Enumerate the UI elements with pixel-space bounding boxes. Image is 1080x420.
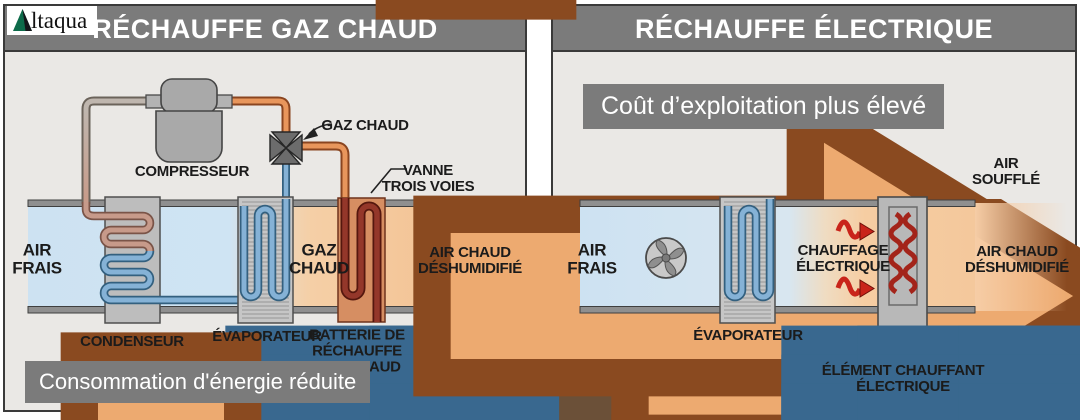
outlet-left-line2: DÉSHUMIDIFIÉ [418, 260, 522, 277]
dehumidified-air-label-right: AIR CHAUD DÉSHUMIDIFIÉ [965, 242, 1069, 276]
dehumidified-air-label-left: AIR CHAUD DÉSHUMIDIFIÉ [418, 243, 522, 277]
fresh-air-label-right: AIR FRAIS [567, 240, 617, 279]
valve-label-line1: VANNE [403, 161, 453, 179]
condenser-label: CONDENSEUR [80, 332, 184, 350]
heating-line2: ÉLECTRIQUE [796, 258, 890, 275]
supply-air-label: AIR SOUFFLÉ [972, 154, 1040, 188]
fresh-air-line1: AIR [22, 240, 52, 260]
hot-gas-duct-line2: CHAUD [289, 259, 349, 278]
element-line1: ÉLÉMENT CHAUFFANT [821, 361, 985, 379]
element-line2: ÉLECTRIQUE [856, 378, 950, 395]
right-panel: RÉCHAUFFE ÉLECTRIQUE [551, 4, 1077, 412]
outlet-right-line1: AIR CHAUD [976, 242, 1058, 260]
heating-element-label: ÉLÉMENT CHAUFFANT ÉLECTRIQUE [821, 361, 985, 395]
compressor-label: COMPRESSEUR [134, 162, 250, 180]
left-panel-title: RÉCHAUFFE GAZ CHAUD [5, 6, 525, 52]
fresh-air-line2: FRAIS [12, 259, 62, 278]
hot-gas-duct-line1: GAZ [301, 240, 337, 260]
right-panel-title: RÉCHAUFFE ÉLECTRIQUE [553, 6, 1075, 52]
altaqua-logo: ltaqua [7, 6, 98, 35]
supply-air-line2: SOUFFLÉ [972, 171, 1040, 188]
logo-text: ltaqua [31, 8, 88, 33]
heating-line1: CHAUFFAGE [797, 241, 889, 259]
hot-gas-duct-label: GAZ CHAUD [289, 240, 349, 279]
fresh-air-right-line1: AIR [577, 240, 607, 260]
higher-cost-banner: Coût d’exploitation plus élevé [583, 84, 945, 129]
electric-heating-label: CHAUFFAGE ÉLECTRIQUE [796, 241, 890, 275]
evaporator-label-left: ÉVAPORATEUR [212, 327, 322, 345]
fresh-air-right-line2: FRAIS [567, 259, 617, 278]
three-way-valve-label: VANNE TROIS VOIES [381, 161, 475, 195]
valve-label-line2: TROIS VOIES [381, 178, 475, 195]
left-panel: RÉCHAUFFE GAZ CHAUD [3, 4, 527, 412]
battery-line2: RÉCHAUFFE [312, 342, 402, 360]
reduced-energy-banner: Consommation d'énergie réduite [25, 361, 371, 403]
logo-triangle-icon [13, 9, 32, 31]
battery-line1: BATTERIE DE [309, 326, 405, 344]
fresh-air-label-left: AIR FRAIS [12, 240, 62, 279]
hot-gas-valve-label: GAZ CHAUD [321, 116, 409, 134]
evaporator-label-right: ÉVAPORATEUR [693, 326, 803, 344]
outlet-right-line2: DÉSHUMIDIFIÉ [965, 259, 1069, 276]
supply-air-line1: AIR [993, 154, 1019, 172]
outlet-left-line1: AIR CHAUD [429, 243, 511, 261]
